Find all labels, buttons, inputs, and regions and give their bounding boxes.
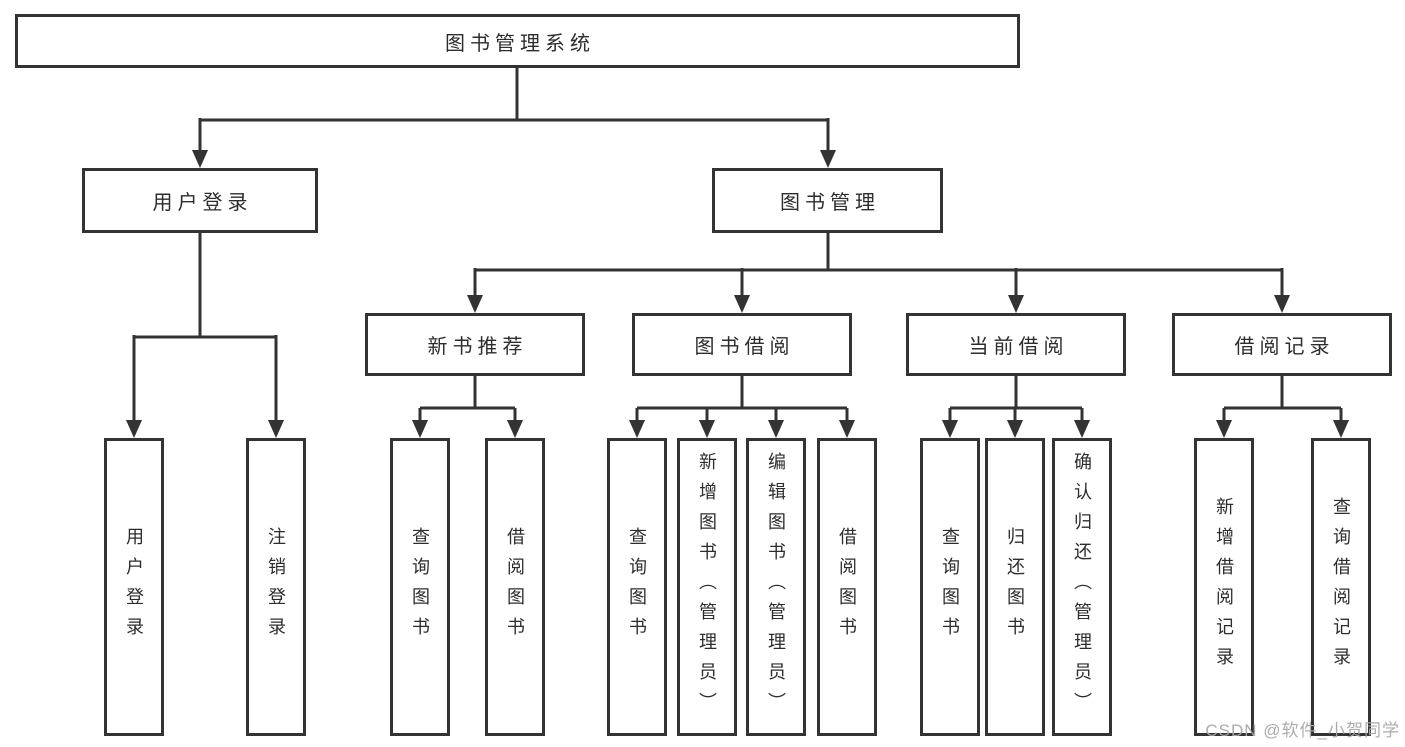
leaf-return-books: 归还图书 [985, 438, 1045, 736]
leaf-query-books-current: 查询图书 [920, 438, 980, 736]
node-borrow-records: 借阅记录 [1172, 313, 1392, 376]
node-root-system: 图书管理系统 [15, 14, 1020, 68]
leaf-borrow-books: 借阅图书 [817, 438, 877, 736]
leaf-confirm-return-admin: 确认归还（管理员） [1052, 438, 1112, 736]
leaf-edit-book-admin: 编辑图书（管理员） [746, 438, 806, 736]
watermark-text: CSDN @软件_小贺同学 [1205, 721, 1400, 740]
node-current-borrow: 当前借阅 [906, 313, 1126, 376]
leaf-user-login: 用户登录 [104, 438, 164, 736]
leaf-query-books-borrow: 查询图书 [607, 438, 667, 736]
node-book-borrow: 图书借阅 [632, 313, 852, 376]
node-new-book-recommend: 新书推荐 [365, 313, 585, 376]
leaf-logout: 注销登录 [246, 438, 306, 736]
leaf-query-borrow-record: 查询借阅记录 [1311, 438, 1371, 736]
leaf-add-book-admin: 新增图书（管理员） [677, 438, 737, 736]
node-book-management: 图书管理 [712, 168, 943, 233]
leaf-borrow-books-recommend: 借阅图书 [485, 438, 545, 736]
node-user-login: 用户登录 [82, 168, 318, 233]
leaf-query-books-recommend: 查询图书 [390, 438, 450, 736]
leaf-add-borrow-record: 新增借阅记录 [1194, 438, 1254, 736]
